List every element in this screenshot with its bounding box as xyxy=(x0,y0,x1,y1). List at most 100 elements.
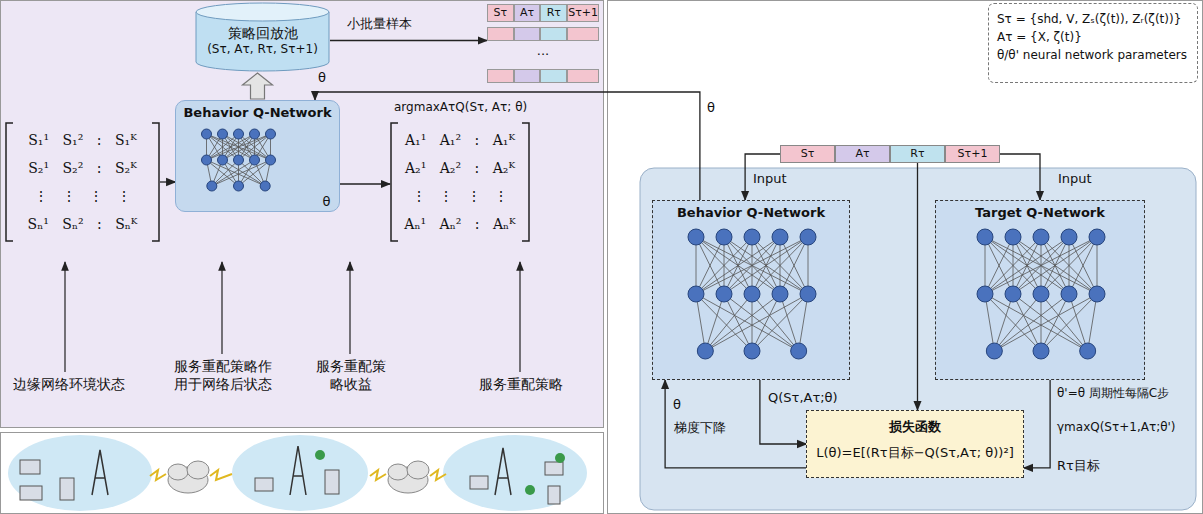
net-link xyxy=(752,294,753,351)
matrix-row: ⋮ ⋮ ⋮ ⋮ xyxy=(412,182,508,210)
neural-net-icon xyxy=(653,201,851,381)
net-link xyxy=(223,134,271,160)
sample-cell: Aτ xyxy=(514,4,541,22)
sample-cell: Rτ xyxy=(540,4,567,22)
matrix: A₁¹ A₁² : A₁ᴷA₂¹ A₂² : A₂ᴷ⋮ ⋮ ⋮ ⋮Aₙ¹ Aₙ²… xyxy=(390,122,530,242)
sample-cell: Sτ xyxy=(487,4,514,22)
matrix: S₁¹ S₁² : S₁ᴷS₂¹ S₂² : S₂ᴷ⋮ ⋮ ⋮ ⋮Sₙ¹ Sₙ²… xyxy=(5,122,160,242)
net-neuron xyxy=(1089,229,1105,245)
net-neuron xyxy=(218,155,228,165)
net-neuron xyxy=(234,181,244,191)
sample-cell xyxy=(540,27,567,41)
net-link xyxy=(985,237,1097,294)
net-link xyxy=(1013,237,1097,294)
net-link xyxy=(724,294,799,351)
net-link xyxy=(1069,237,1097,294)
net-neuron xyxy=(977,286,993,302)
net-link xyxy=(724,237,808,294)
matrix-row: Sₙ¹ Sₙ² : Sₙᴷ xyxy=(28,210,138,238)
net-link xyxy=(705,294,752,351)
tuple-field: Aτ xyxy=(836,146,889,162)
net-neuron xyxy=(791,343,807,359)
connector xyxy=(340,183,390,184)
q-network-box: Target Q-Network xyxy=(935,200,1145,380)
edge-label: Input xyxy=(1056,171,1094,187)
caption-text: 边缘网络环境状态 xyxy=(5,376,132,394)
sample-cell: Aτ xyxy=(835,145,890,163)
net-link xyxy=(780,294,799,351)
connector xyxy=(917,163,918,410)
network-title: Behavior Q-Network xyxy=(677,205,825,220)
net-link xyxy=(985,237,1069,294)
matrix-row: ⋮ ⋮ ⋮ ⋮ xyxy=(34,182,130,210)
annotation: θ xyxy=(706,100,716,116)
tuple-field: Sτ+1 xyxy=(946,146,999,162)
net-link xyxy=(1013,237,1097,294)
sample-table: SτAτRτSτ+1··· xyxy=(487,4,599,86)
pool-title: 策略回放池 xyxy=(228,24,298,42)
right-panel xyxy=(608,1,1203,514)
net-neuron xyxy=(716,286,732,302)
param-symbol: θ xyxy=(323,194,331,209)
neural-net-icon xyxy=(936,201,1146,381)
edge-network-illustration xyxy=(8,435,587,511)
net-link xyxy=(985,237,1041,294)
net-link xyxy=(985,237,1013,294)
net-link xyxy=(985,237,1013,294)
net-neuron xyxy=(1089,286,1105,302)
net-neuron xyxy=(234,155,244,165)
net-link xyxy=(212,160,255,186)
caption-text: 服务重配策略收益 xyxy=(313,358,389,393)
net-link xyxy=(696,237,780,294)
net-link xyxy=(696,237,724,294)
net-neuron xyxy=(744,286,760,302)
network-panel xyxy=(1,433,604,514)
net-neuron xyxy=(1061,286,1077,302)
net-link xyxy=(696,237,808,294)
sample-cell: Sτ+1 xyxy=(945,145,1000,163)
net-link xyxy=(696,237,752,294)
matrix-row: S₁¹ S₁² : S₁ᴷ xyxy=(28,126,136,154)
net-neuron xyxy=(697,343,713,359)
sample-cell xyxy=(540,69,567,83)
net-neuron xyxy=(250,155,260,165)
net-neuron xyxy=(218,129,228,139)
net-link xyxy=(985,294,1088,351)
edge-label: θ xyxy=(316,70,328,86)
net-neuron xyxy=(986,343,1002,359)
annotation: Rτ目标 xyxy=(1056,458,1101,474)
tuple-text: (Sτ, Aτ, Rτ, Sτ+1) xyxy=(207,42,318,58)
net-neuron xyxy=(261,181,271,191)
q-network-box: Behavior Q-Network θ xyxy=(175,100,339,212)
connector xyxy=(1024,380,1050,468)
net-neuron xyxy=(744,229,760,245)
tuple-field: Sτ+1 xyxy=(568,5,598,21)
caption-text: 服务重配策略 xyxy=(460,376,582,394)
net-neuron xyxy=(1005,229,1021,245)
network-title: Behavior Q-Network xyxy=(183,105,331,120)
net-link xyxy=(696,237,752,294)
net-neuron xyxy=(202,155,212,165)
net-neuron xyxy=(266,129,276,139)
net-link xyxy=(696,237,697,294)
net-neuron xyxy=(1033,343,1049,359)
edge-label: 梯度下降 xyxy=(672,420,728,436)
connector xyxy=(160,181,175,182)
edge-label: Input xyxy=(751,171,789,187)
net-link xyxy=(752,294,808,351)
tuple-field: Sτ xyxy=(488,5,513,21)
annotation: θ xyxy=(672,397,682,413)
net-neuron xyxy=(716,229,732,245)
bracket xyxy=(391,123,529,241)
fat-arrow xyxy=(243,73,273,99)
net-link xyxy=(1041,237,1097,294)
net-link xyxy=(985,237,986,294)
sample-cell xyxy=(567,69,599,83)
net-link xyxy=(752,237,808,294)
box-text: Aτ = {X, ζ(t)} xyxy=(997,28,1082,46)
net-link xyxy=(696,237,780,294)
net-link xyxy=(752,294,799,351)
net-neuron xyxy=(800,286,816,302)
sample-cell xyxy=(514,69,541,83)
net-neuron xyxy=(688,229,704,245)
